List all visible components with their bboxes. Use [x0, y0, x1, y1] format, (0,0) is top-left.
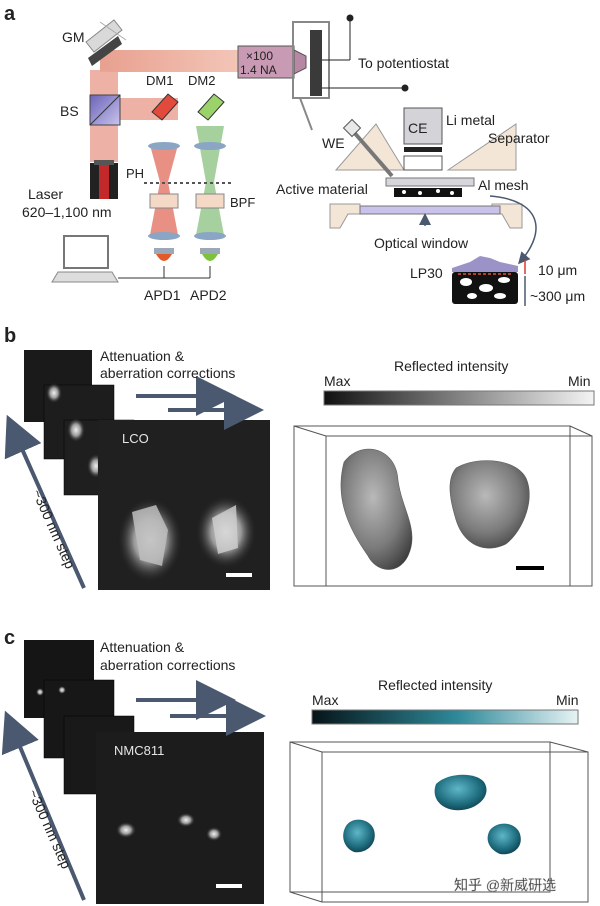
bpf-label: BPF: [230, 195, 255, 210]
panel-c: c NMC811 ~300 nm step Attenuation & aber…: [1, 627, 589, 904]
lens-icon: [148, 232, 180, 240]
panel-b-label: b: [4, 325, 16, 347]
apd1-label: APD1: [144, 287, 181, 303]
corrections-line1: Attenuation &: [100, 639, 185, 655]
step-label: ~300 nm step: [29, 487, 78, 572]
dm2-label: DM2: [188, 73, 215, 88]
scale-bar-3d: [516, 566, 544, 570]
colorbar-max-label: Max: [324, 373, 350, 389]
thickness-10-label: 10 μm: [538, 262, 577, 278]
intensity-title: Reflected intensity: [378, 677, 492, 693]
panel-a-label: a: [4, 3, 16, 25]
nmc-particle-3d-1: [434, 774, 487, 811]
dm2-icon: [197, 93, 225, 121]
lens-icon: [148, 142, 180, 150]
cell-window-icon: [310, 30, 322, 96]
bpf-icon: [195, 193, 225, 209]
ph-label: PH: [126, 166, 144, 181]
objective-mag-label: ×100: [246, 49, 273, 63]
laser-label: Laser: [28, 186, 63, 202]
step-arrow: [4, 414, 86, 589]
dm1-icon: [151, 93, 179, 121]
lco-particle-3d-2: [449, 460, 530, 549]
red-detection-beam: [150, 145, 178, 182]
step-arrow: [1, 710, 86, 901]
corrections-line2: aberration corrections: [100, 657, 235, 673]
nmc-particle-3d-2: [343, 819, 375, 853]
laser-range-label: 620–1,100 nm: [22, 204, 112, 220]
bpf-icon: [149, 193, 179, 209]
colorbar-teal: [311, 709, 579, 725]
horizontal-beam: [100, 50, 240, 72]
apd2-label: APD2: [190, 287, 227, 303]
colorbar-min-label: Min: [568, 373, 591, 389]
lp30-label: LP30: [410, 265, 443, 281]
objective-icon: [237, 45, 307, 79]
galvo-mirror-icon: [85, 19, 127, 66]
we-label: WE: [322, 135, 345, 151]
ce-icon: [403, 107, 443, 145]
lens-icon: [194, 142, 226, 150]
scale-bar: [216, 884, 242, 888]
apd2-icon: [200, 248, 220, 261]
bs-label: BS: [60, 103, 79, 119]
gm-label: GM: [62, 29, 85, 45]
scale-bar: [226, 573, 252, 577]
lens-icon: [194, 232, 226, 240]
lco-sample-label: LCO: [122, 431, 149, 446]
step-label: ~300 nm step: [25, 787, 74, 872]
computer-icon: [51, 235, 119, 283]
dm1-label: DM1: [146, 73, 173, 88]
colorbar-max-label: Max: [312, 692, 338, 708]
volume-box: [293, 425, 593, 587]
thickness-300-label: ~300 μm: [530, 288, 585, 304]
apd1-icon: [154, 248, 174, 261]
colorbar-min-label: Min: [556, 692, 579, 708]
corrections-line2: aberration corrections: [100, 365, 235, 381]
objective-na-label: 1.4 NA: [240, 63, 277, 77]
ce-label: CE: [408, 120, 427, 136]
potentiostat-label: To potentiostat: [358, 55, 449, 71]
panel-c-label: c: [4, 627, 15, 649]
panel-b: b LCO ~300 nm step Attenuation & aberrat…: [4, 325, 595, 590]
optical-window-label: Optical window: [374, 235, 469, 251]
panel-a: a GM BS Laser 620–1,100 nm DM1: [4, 3, 585, 306]
corrections-line1: Attenuation &: [100, 348, 185, 364]
green-detection-beam: [196, 126, 224, 182]
colorbar-gray: [323, 390, 595, 406]
cell-schematic: [329, 107, 537, 265]
volume-box: [289, 741, 589, 903]
electrode-zoom-icon: [452, 256, 518, 304]
separator-label: Separator: [488, 130, 550, 146]
nmc-particle-3d-3: [487, 823, 521, 855]
watermark: 知乎 @新威研选: [454, 877, 556, 893]
active-material-label: Active material: [276, 181, 368, 197]
laser-icon: [90, 160, 118, 199]
nmc811-sample-label: NMC811: [114, 743, 164, 758]
lco-particle-3d-1: [340, 448, 413, 570]
al-mesh-label: Al mesh: [478, 177, 529, 193]
li-metal-label: Li metal: [446, 112, 495, 128]
intensity-title: Reflected intensity: [394, 358, 508, 374]
